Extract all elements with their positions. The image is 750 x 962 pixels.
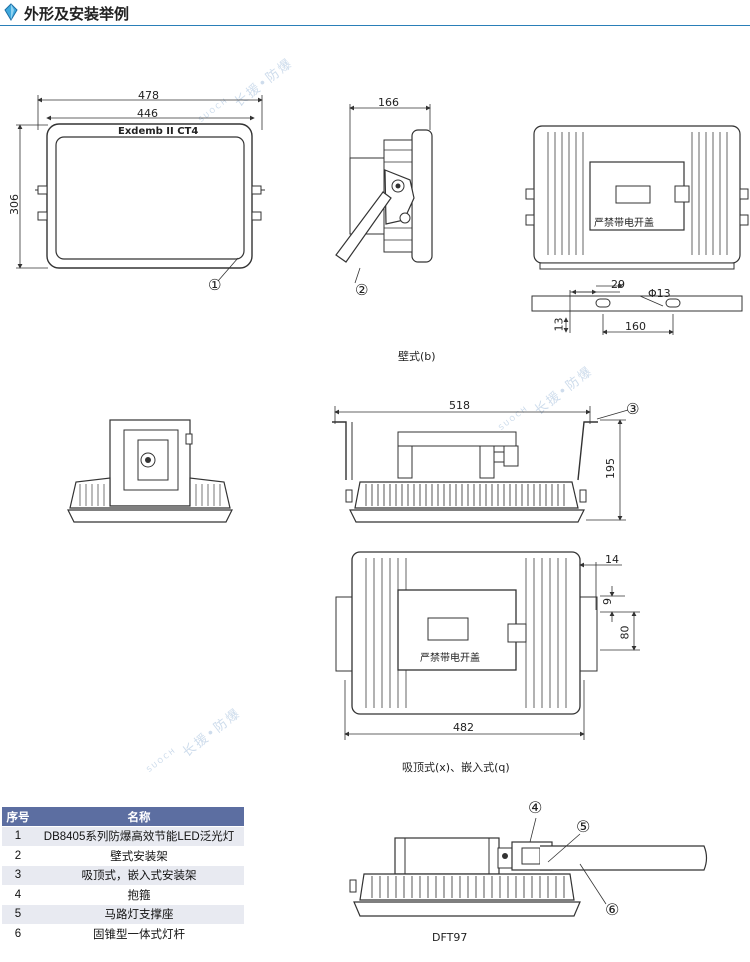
cover-warning: 严禁带电开盖	[594, 218, 654, 229]
cell-name: 抱箍	[34, 885, 244, 905]
pole-caption: DFT97	[432, 931, 468, 944]
watermark: 长援•防爆	[531, 363, 597, 419]
dim-height: 306	[8, 194, 21, 215]
cell-name: DB8405系列防爆高效节能LED泛光灯	[34, 826, 244, 847]
cell-name: 吸顶式，嵌入式安装架	[34, 865, 244, 886]
cell-name: 固锥型一体式灯杆	[34, 924, 244, 944]
cell-no: 5	[2, 904, 34, 925]
dim-482: 482	[453, 721, 474, 734]
dim-phi13: Φ13	[648, 287, 671, 300]
table-header-row: 序号 名称	[2, 807, 244, 827]
cell-no: 1	[2, 826, 34, 847]
callout-3: ③	[626, 400, 640, 418]
dim-9: 9	[601, 598, 614, 605]
dim-outer-width: 478	[138, 89, 159, 102]
section-header: 外形及安装举例	[0, 0, 750, 26]
cell-name: 马路灯支撑座	[34, 904, 244, 925]
header-divider	[0, 25, 750, 26]
cover-warning-2: 严禁带电开盖	[420, 653, 480, 664]
column-header-no: 序号	[2, 807, 34, 827]
dim-518: 518	[449, 399, 470, 412]
dim-depth: 166	[378, 96, 399, 109]
callout-4: ④	[528, 798, 543, 817]
ceiling-caption: 吸顶式(x)、嵌入式(q)	[402, 761, 510, 774]
callout-2: ②	[355, 281, 369, 299]
dim-inner-width: 446	[137, 107, 158, 120]
dim-80: 80	[618, 625, 632, 640]
diamond-icon	[4, 3, 18, 21]
dim-14: 14	[605, 553, 619, 566]
watermark-sub: SUOCH	[197, 96, 230, 124]
callout-1: ①	[208, 276, 222, 294]
wall-caption: 壁式(b)	[398, 350, 436, 363]
model-label: Exdemb II CT4	[118, 126, 199, 137]
watermark: 长援•防爆	[231, 55, 297, 111]
callout-6: ⑥	[605, 900, 620, 919]
cell-no: 3	[2, 865, 34, 886]
watermark: 长援•防爆	[179, 705, 245, 761]
dim-160: 160	[625, 320, 646, 333]
dim-13: 13	[552, 317, 566, 332]
section-title: 外形及安装举例	[24, 5, 130, 23]
watermark-sub: SUOCH	[145, 746, 178, 774]
cell-no: 6	[2, 924, 34, 944]
cell-no: 4	[2, 885, 34, 905]
cell-no: 2	[2, 846, 34, 866]
callout-5: ⑤	[576, 817, 591, 836]
watermark-sub: SUOCH	[497, 404, 530, 432]
column-header-name: 名称	[34, 807, 244, 827]
dim-29: 29	[611, 278, 625, 291]
cell-name: 壁式安装架	[34, 846, 244, 866]
dim-195: 195	[604, 458, 617, 479]
